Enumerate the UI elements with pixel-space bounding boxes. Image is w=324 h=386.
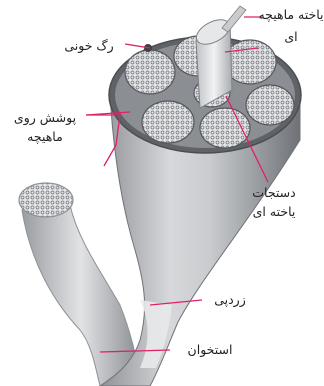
fascicle <box>246 85 294 125</box>
fascicle <box>200 108 250 148</box>
label-tendon: زردپی <box>200 292 260 308</box>
fascicle <box>125 50 175 94</box>
label-fiber-bundle: دستجات یاخته ای <box>238 183 310 221</box>
label-muscle-cell: یاخته ماهیچه ای <box>258 4 324 48</box>
bone-shaft <box>22 205 140 386</box>
myofibril <box>222 6 246 32</box>
label-blood-vessel: رگ خونی <box>52 38 126 54</box>
bone-end <box>19 183 73 217</box>
label-bone: استخوان <box>170 342 250 358</box>
fascicle <box>142 101 194 143</box>
label-epimysium: پوشش روی ماهیچه <box>8 108 82 146</box>
